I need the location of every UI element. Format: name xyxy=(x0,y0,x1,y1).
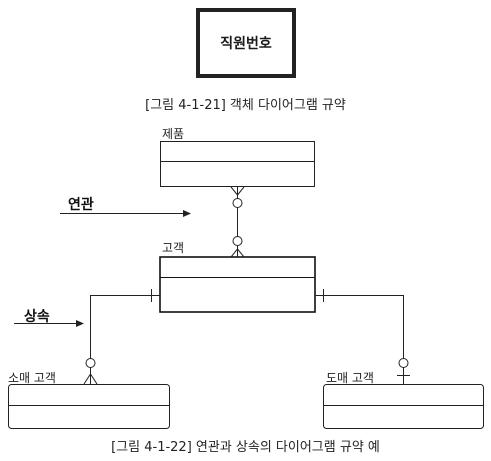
customer-entity-label: 고객 xyxy=(162,241,185,255)
wholesale-customer-entity-label: 도매 고객 xyxy=(326,371,374,385)
product-entity-label: 제품 xyxy=(162,127,185,141)
retail-customer-entity-label: 소매 고객 xyxy=(8,371,56,385)
inheritance-annotation-label: 상속 xyxy=(24,309,50,325)
association-pointer-arrow xyxy=(60,210,191,217)
employee-number-label: 직원번호 xyxy=(220,36,272,52)
inheritance-retail-line xyxy=(83,289,160,385)
retail-customer-entity xyxy=(8,384,170,429)
inheritance-wholesale-line xyxy=(315,289,410,384)
product-entity xyxy=(160,141,315,187)
employee-number-entity: 직원번호 xyxy=(196,8,296,78)
figure-caption-4-1-21: [그림 4-1-21] 객체 다이어그램 규약 xyxy=(145,98,346,113)
wholesale-customer-entity xyxy=(323,384,484,429)
association-relationship-line xyxy=(230,186,245,258)
association-annotation-label: 연관 xyxy=(68,197,94,213)
inheritance-pointer-arrow xyxy=(14,320,84,327)
figure-caption-4-1-22: [그림 4-1-22] 연관과 상속의 다이어그램 규약 예 xyxy=(111,440,380,455)
customer-entity xyxy=(159,256,316,313)
